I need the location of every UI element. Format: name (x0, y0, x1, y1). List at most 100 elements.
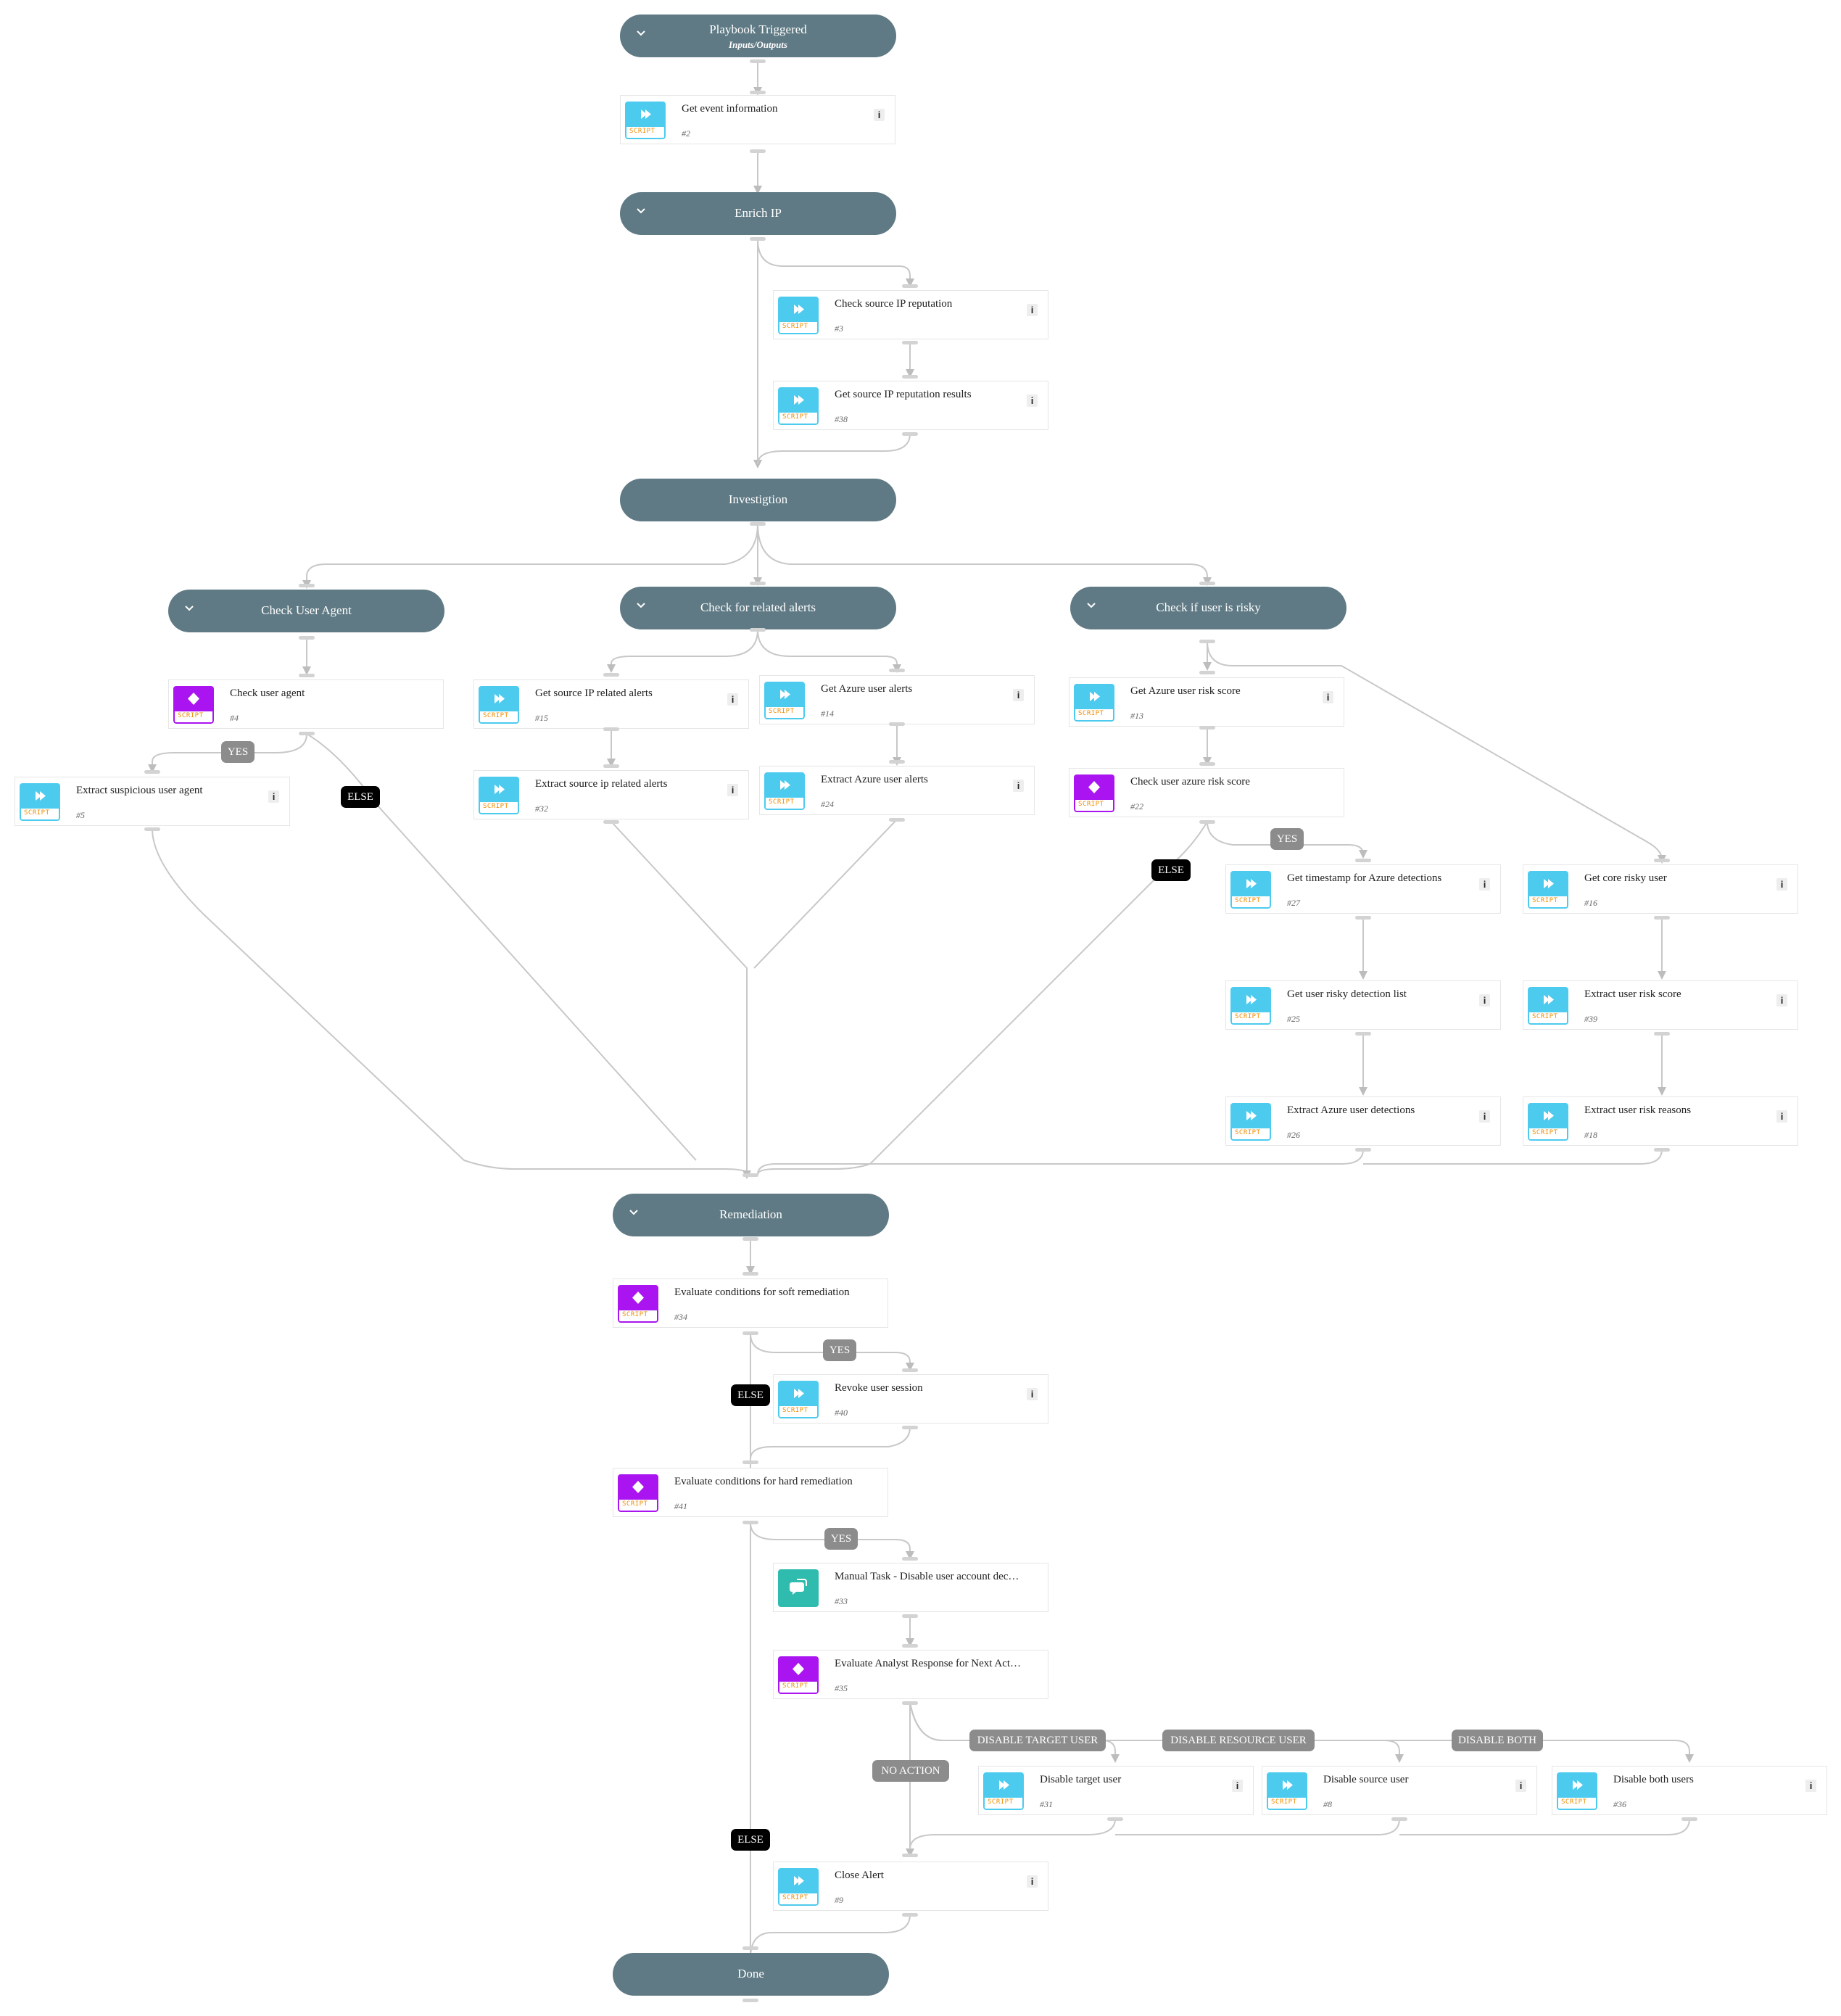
output-port[interactable] (742, 1331, 758, 1335)
info-icon[interactable]: i (1027, 1388, 1038, 1400)
input-port[interactable] (750, 582, 766, 585)
input-port[interactable] (889, 669, 905, 672)
output-port[interactable] (1391, 1817, 1407, 1821)
info-icon[interactable]: i (1515, 1780, 1526, 1792)
task-evaluate-analyst-response[interactable]: SCRIPT Evaluate Analyst Response for Nex… (773, 1650, 1048, 1699)
info-icon[interactable]: i (727, 693, 738, 706)
section-investigation[interactable]: Investigtion (620, 479, 896, 521)
input-port[interactable] (902, 1557, 918, 1561)
output-port[interactable] (1107, 1817, 1123, 1821)
section-playbook-triggered[interactable]: Playbook Triggered Inputs/Outputs (620, 15, 896, 57)
task-get-azure-user-alerts[interactable]: SCRIPT Get Azure user alerts #14 i (759, 675, 1035, 724)
input-port[interactable] (603, 764, 619, 768)
chevron-down-icon[interactable] (1086, 600, 1096, 611)
task-extract-azure-user-alerts[interactable]: SCRIPT Extract Azure user alerts #24 i (759, 766, 1035, 815)
output-port[interactable] (902, 1701, 918, 1705)
input-port[interactable] (1199, 762, 1215, 766)
input-port[interactable] (603, 673, 619, 677)
info-icon[interactable]: i (727, 784, 738, 796)
output-port[interactable] (902, 1426, 918, 1429)
section-check-user-agent[interactable]: Check User Agent (168, 590, 444, 632)
task-extract-user-risk-reasons[interactable]: SCRIPT Extract user risk reasons #18 i (1523, 1096, 1798, 1146)
info-icon[interactable]: i (1027, 1875, 1038, 1888)
section-check-user-risky[interactable]: Check if user is risky (1070, 587, 1346, 629)
task-disable-target-user[interactable]: SCRIPT Disable target user #31 i (978, 1766, 1254, 1815)
output-port[interactable] (1355, 1148, 1371, 1152)
info-icon[interactable]: i (1479, 878, 1490, 891)
output-port[interactable] (750, 522, 766, 526)
output-port[interactable] (902, 432, 918, 436)
output-port[interactable] (750, 628, 766, 632)
output-port[interactable] (299, 636, 315, 640)
info-icon[interactable]: i (1776, 1110, 1787, 1123)
output-port[interactable] (750, 237, 766, 241)
input-port[interactable] (902, 1854, 918, 1857)
info-icon[interactable]: i (1027, 304, 1038, 316)
output-port[interactable] (144, 827, 160, 831)
section-done[interactable]: Done (613, 1953, 889, 1996)
input-port[interactable] (902, 284, 918, 288)
task-get-azure-user-risk-score[interactable]: SCRIPT Get Azure user risk score #13 i (1069, 677, 1344, 727)
section-remediation[interactable]: Remediation (613, 1194, 889, 1236)
info-icon[interactable]: i (1805, 1780, 1816, 1792)
task-evaluate-soft-remediation[interactable]: SCRIPT Evaluate conditions for soft reme… (613, 1278, 888, 1328)
task-check-user-azure-risk-score[interactable]: SCRIPT Check user azure risk score #22 (1069, 768, 1344, 817)
input-port[interactable] (1199, 671, 1215, 674)
info-icon[interactable]: i (1323, 691, 1333, 703)
output-port[interactable] (1654, 1032, 1670, 1036)
task-close-alert[interactable]: SCRIPT Close Alert #9 i (773, 1862, 1048, 1911)
task-disable-both-users[interactable]: SCRIPT Disable both users #36 i (1552, 1766, 1827, 1815)
input-port[interactable] (902, 1644, 918, 1648)
info-icon[interactable]: i (1013, 780, 1024, 792)
task-get-core-risky-user[interactable]: SCRIPT Get core risky user #16 i (1523, 864, 1798, 914)
output-port[interactable] (1199, 726, 1215, 730)
section-check-related-alerts[interactable]: Check for related alerts (620, 587, 896, 629)
output-port[interactable] (902, 1614, 918, 1618)
input-port[interactable] (299, 584, 315, 587)
input-port[interactable] (1355, 859, 1371, 862)
output-port[interactable] (750, 149, 766, 153)
output-port[interactable] (603, 820, 619, 824)
output-port[interactable] (1654, 916, 1670, 920)
output-port[interactable] (1199, 820, 1215, 824)
output-port[interactable] (750, 59, 766, 63)
chevron-down-icon[interactable] (184, 603, 194, 614)
info-icon[interactable]: i (1776, 994, 1787, 1007)
task-check-user-agent[interactable]: SCRIPT Check user agent #4 (168, 679, 444, 729)
input-port[interactable] (889, 760, 905, 764)
task-get-source-ip-reputation-results[interactable]: SCRIPT Get source IP reputation results … (773, 381, 1048, 430)
input-port[interactable] (1199, 582, 1215, 585)
info-icon[interactable]: i (1479, 1110, 1490, 1123)
task-get-timestamp-azure-detections[interactable]: SCRIPT Get timestamp for Azure detection… (1225, 864, 1501, 914)
input-port[interactable] (902, 375, 918, 379)
info-icon[interactable]: i (1776, 878, 1787, 891)
output-port[interactable] (742, 1999, 758, 2002)
task-evaluate-hard-remediation[interactable]: SCRIPT Evaluate conditions for hard reme… (613, 1468, 888, 1517)
chevron-down-icon[interactable] (636, 600, 646, 611)
info-icon[interactable]: i (1479, 994, 1490, 1007)
task-get-event-information[interactable]: SCRIPT Get event information #2 i (620, 95, 895, 144)
task-check-source-ip-reputation[interactable]: SCRIPT Check source IP reputation #3 i (773, 290, 1048, 339)
section-enrich-ip[interactable]: Enrich IP (620, 192, 896, 235)
chevron-down-icon[interactable] (636, 206, 646, 216)
info-icon[interactable]: i (1013, 689, 1024, 701)
output-port[interactable] (889, 722, 905, 726)
input-port[interactable] (750, 91, 766, 94)
input-port[interactable] (902, 1368, 918, 1372)
output-port[interactable] (1681, 1817, 1697, 1821)
output-port[interactable] (1355, 916, 1371, 920)
chevron-down-icon[interactable] (636, 28, 646, 38)
task-extract-suspicious-user-agent[interactable]: SCRIPT Extract suspicious user agent #5 … (15, 777, 290, 826)
output-port[interactable] (742, 1237, 758, 1241)
input-port[interactable] (742, 1272, 758, 1276)
info-icon[interactable]: i (1027, 394, 1038, 407)
output-port[interactable] (889, 818, 905, 822)
output-port[interactable] (299, 732, 315, 735)
input-port[interactable] (742, 1173, 758, 1177)
input-port[interactable] (742, 1946, 758, 1950)
output-port[interactable] (902, 1913, 918, 1917)
section-subtitle[interactable]: Inputs/Outputs (729, 39, 787, 50)
chevron-down-icon[interactable] (629, 1207, 639, 1218)
output-port[interactable] (603, 727, 619, 731)
output-port[interactable] (1355, 1032, 1371, 1036)
